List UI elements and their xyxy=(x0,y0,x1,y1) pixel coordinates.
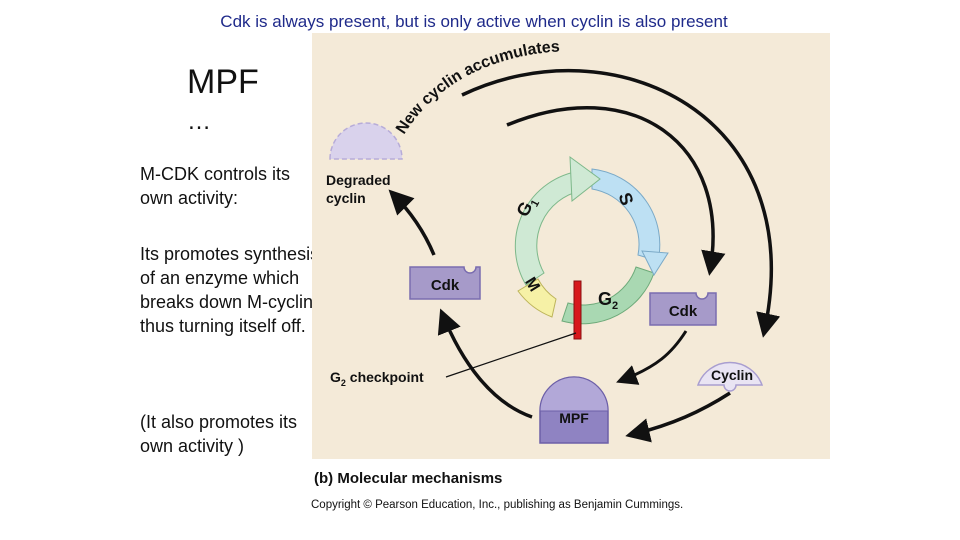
cdk-left-shape xyxy=(409,266,481,300)
self-promotion-text: (It also promotes its own activity ) xyxy=(140,412,298,456)
cyclin-label: Cyclin xyxy=(711,367,753,383)
degraded-label-line2: cyclin xyxy=(326,190,366,206)
mpf-label: MPF xyxy=(559,410,589,426)
cyclin-breakdown-text: Its promotes synthesis of an enzyme whic… xyxy=(140,244,320,336)
g1-arc xyxy=(514,170,581,286)
mpf-to-cdk-arrow xyxy=(437,308,533,419)
phase-g1-label: G1 xyxy=(512,193,542,222)
degraded-label-line1: Degraded xyxy=(326,172,391,188)
slide-title: Cdk is always present, but is only activ… xyxy=(220,12,728,31)
bottom-loop-arrow xyxy=(616,330,688,385)
mcdk-control-text: M-CDK controls its own activity: xyxy=(140,164,291,208)
cell-cycle-figure: New cyclin accumulates Degraded cyclin G… xyxy=(312,33,830,459)
cyclin-shape xyxy=(696,361,764,392)
checkpoint-pointer-line xyxy=(445,332,577,378)
mpf-cyclin-cap xyxy=(539,376,609,412)
middle-arc-arrow xyxy=(506,106,726,276)
cell-cycle-ring xyxy=(514,155,669,325)
copyright-notice: Copyright © Pearson Education, Inc., pub… xyxy=(311,499,684,511)
g2-checkpoint-label: G2 checkpoint xyxy=(330,369,424,388)
degraded-cyclin-shape xyxy=(329,122,403,160)
heading-ellipsis: … xyxy=(187,108,213,135)
outer-arc-arrow xyxy=(461,68,781,338)
mpf-heading: MPF xyxy=(187,63,259,101)
m-arc xyxy=(517,278,557,318)
cdk-right-label: Cdk xyxy=(669,303,698,320)
cdk-left-label: Cdk xyxy=(431,277,460,294)
cdk-right-shape xyxy=(649,292,717,326)
figure-caption: (b) Molecular mechanisms xyxy=(314,470,503,487)
s-arc xyxy=(591,168,661,262)
ring-arrowhead xyxy=(641,250,669,277)
ring-arrowhead xyxy=(569,155,601,202)
cdk-to-degraded-arrow xyxy=(388,189,436,256)
cyclin-to-mpf-arrow xyxy=(625,391,731,443)
cell-cycle-diagram: New cyclin accumulates Degraded cyclin G… xyxy=(326,38,781,444)
g2-arc xyxy=(561,266,655,325)
g2-checkpoint-bar xyxy=(573,280,582,340)
phase-g2-label: G2 xyxy=(598,289,618,312)
